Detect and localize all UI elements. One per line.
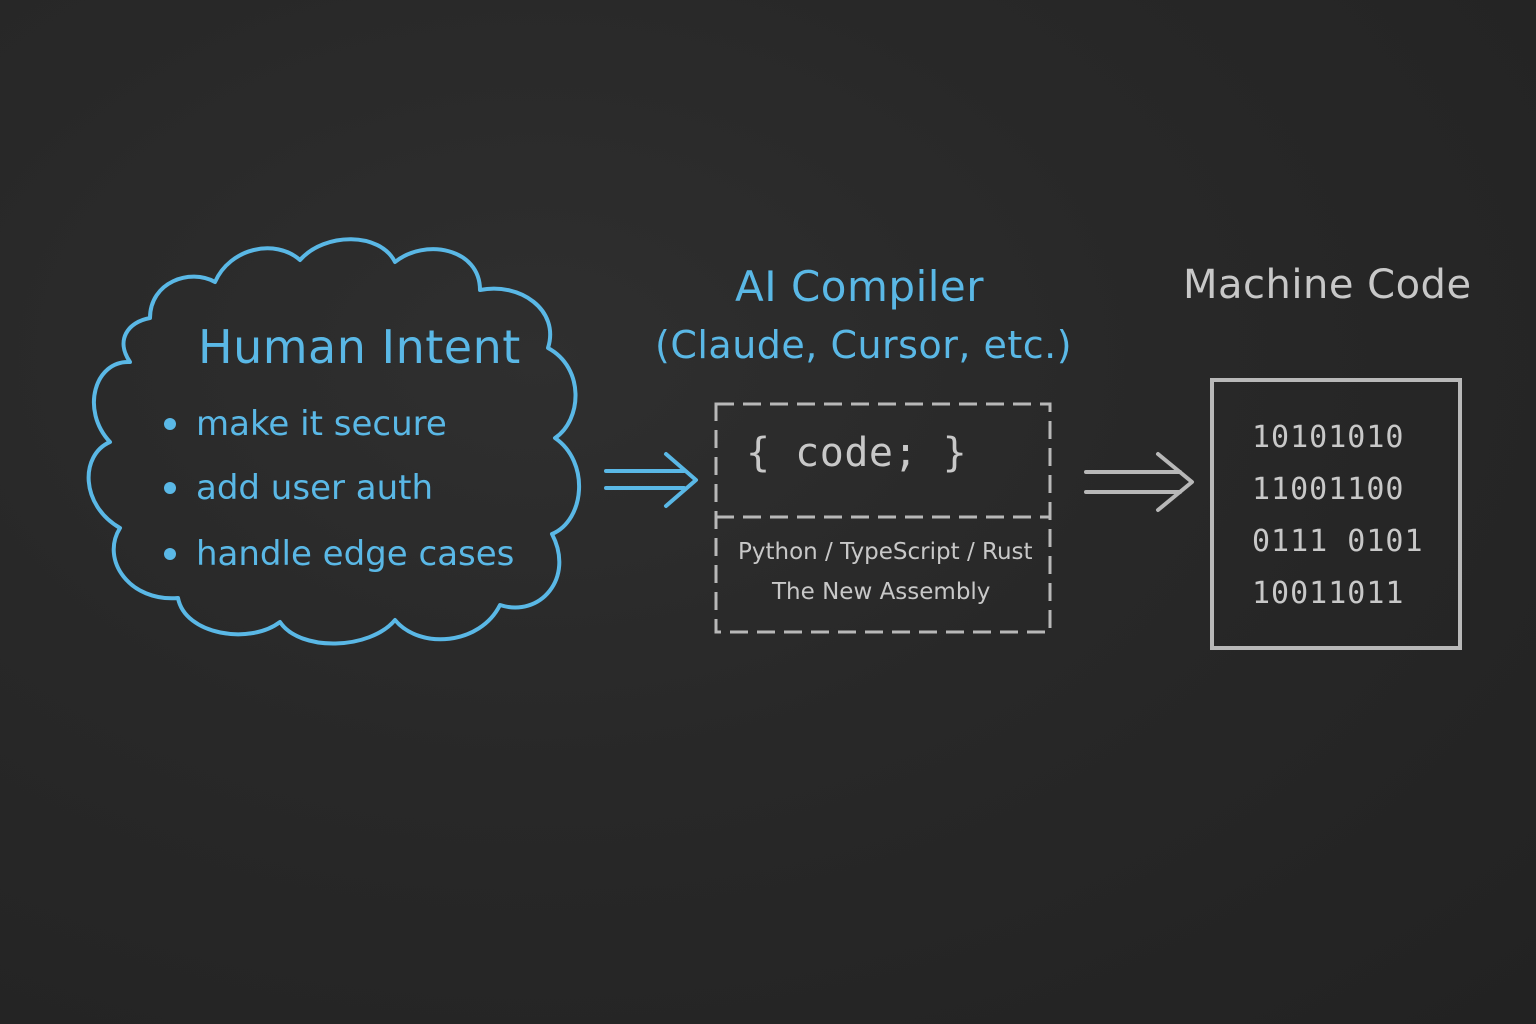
machine-code-box bbox=[1210, 378, 1462, 650]
binary-list: 10101010 11001100 0111 0101 10011011 bbox=[1252, 418, 1424, 626]
compiler-dashed-box bbox=[714, 402, 1052, 634]
assembly-caption: The New Assembly bbox=[772, 579, 991, 605]
intent-cloud-shape bbox=[86, 237, 581, 646]
bullet-icon bbox=[164, 548, 176, 560]
bullet-text: make it secure bbox=[196, 404, 447, 444]
intent-bullet-list: make it secure add user auth handle edge… bbox=[160, 398, 514, 592]
double-arrow-icon bbox=[1084, 452, 1194, 512]
binary-row: 0111 0101 bbox=[1252, 524, 1424, 559]
compiler-subtitle: (Claude, Cursor, etc.) bbox=[655, 323, 1073, 367]
bullet-text: handle edge cases bbox=[196, 534, 515, 574]
list-item: make it secure bbox=[160, 398, 514, 462]
bullet-text: add user auth bbox=[196, 468, 434, 508]
code-snippet: { code; } bbox=[746, 430, 968, 476]
double-arrow-icon bbox=[604, 452, 698, 508]
machine-code-title: Machine Code bbox=[1183, 262, 1472, 308]
list-item: add user auth bbox=[160, 462, 514, 526]
bullet-icon bbox=[164, 418, 176, 430]
list-item: handle edge cases bbox=[160, 528, 514, 592]
human-intent-title: Human Intent bbox=[198, 320, 521, 374]
compiler-title: AI Compiler bbox=[735, 262, 985, 311]
binary-row: 10101010 bbox=[1252, 420, 1405, 455]
bullet-icon bbox=[164, 482, 176, 494]
languages-text: Python / TypeScript / Rust bbox=[738, 539, 1033, 565]
binary-row: 10011011 bbox=[1252, 576, 1405, 611]
binary-row: 11001100 bbox=[1252, 472, 1405, 507]
